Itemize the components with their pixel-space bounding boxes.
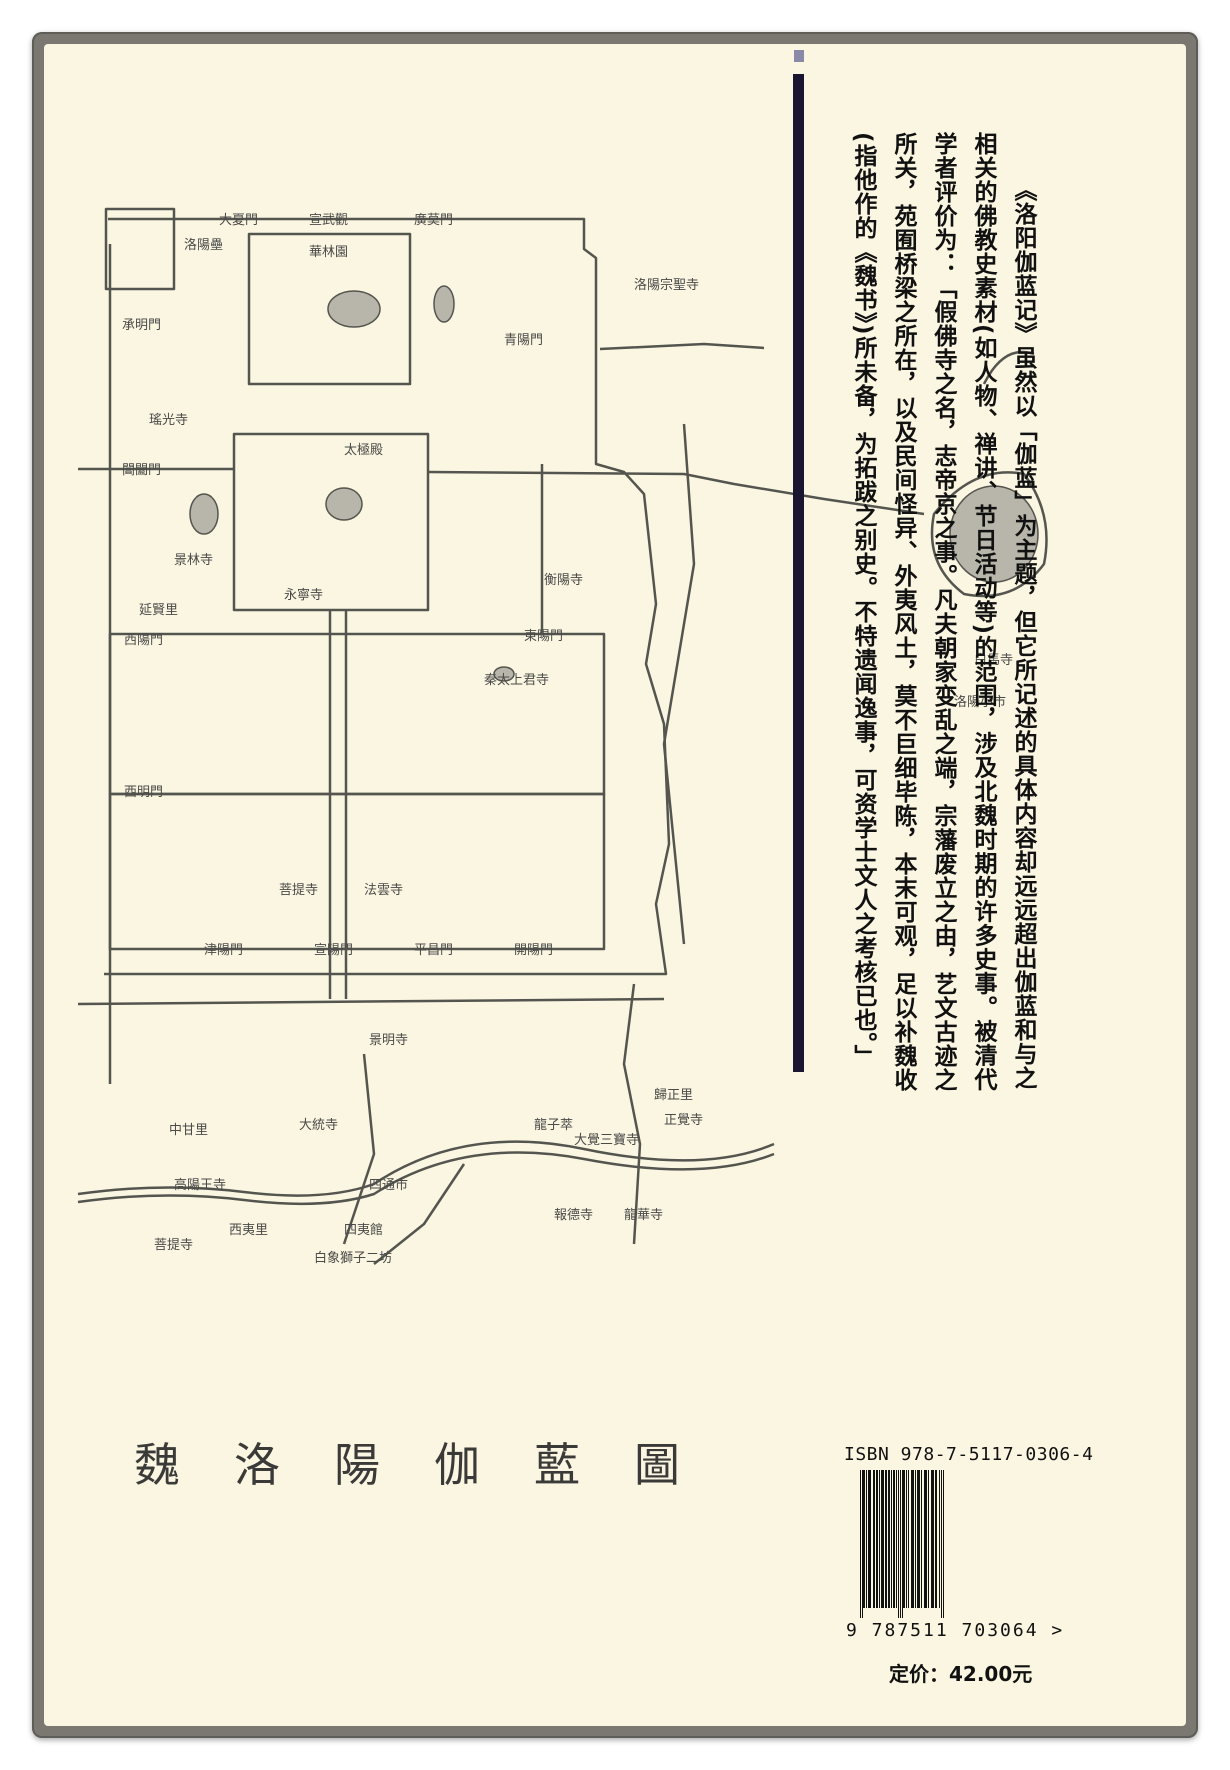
barcode-bar (908, 1470, 909, 1608)
barcode-bar (941, 1470, 942, 1618)
barcode-bar (885, 1470, 887, 1608)
svg-text:大夏門: 大夏門 (219, 213, 258, 228)
barcode-bar (921, 1470, 922, 1608)
svg-text:津陽門: 津陽門 (204, 943, 243, 958)
svg-text:宣武觀: 宣武觀 (309, 212, 348, 228)
barcode-bar (900, 1470, 901, 1618)
barcode-bar (863, 1470, 865, 1608)
barcode-bar (939, 1470, 940, 1608)
back-cover: 大夏門 宣武觀 廣莫門 洛陽壘 華林園 承明門 瑤光寺 閶闔門 西陽門 西明門 … (44, 44, 1186, 1726)
svg-text:閶闔門: 閶闔門 (122, 463, 161, 478)
barcode-bars (860, 1470, 944, 1618)
barcode-bar (915, 1470, 916, 1608)
map-caption: 魏洛陽伽藍圖 (134, 1438, 734, 1492)
barcode-bar (917, 1470, 920, 1608)
svg-text:永寧寺: 永寧寺 (284, 587, 323, 603)
svg-text:華林園: 華林園 (309, 245, 348, 260)
barcode-bar (943, 1470, 944, 1618)
svg-text:龍華寺: 龍華寺 (624, 1207, 663, 1223)
barcode-bar (862, 1470, 863, 1618)
svg-text:正覺寺: 正覺寺 (664, 1113, 703, 1128)
svg-text:大覺三寶寺: 大覺三寶寺 (574, 1132, 639, 1148)
barcode-bar (911, 1470, 914, 1608)
barcode-digits: 9 787511 703064 > (846, 1620, 1065, 1641)
svg-text:大統寺: 大統寺 (299, 1118, 338, 1133)
barcode-bar (902, 1470, 903, 1618)
barcode-bar (928, 1470, 929, 1608)
svg-text:白象獅子二坊: 白象獅子二坊 (314, 1250, 392, 1266)
svg-text:歸正里: 歸正里 (654, 1088, 693, 1103)
barcode (856, 1470, 1066, 1618)
barcode-bar (879, 1470, 880, 1608)
svg-text:東陽門: 東陽門 (524, 628, 563, 644)
svg-text:洛陽宗聖寺: 洛陽宗聖寺 (634, 277, 699, 293)
svg-text:瑤光寺: 瑤光寺 (149, 413, 188, 428)
svg-text:中甘里: 中甘里 (169, 1123, 208, 1138)
barcode-bar (903, 1470, 905, 1608)
map-drawing: 大夏門 宣武觀 廣莫門 洛陽壘 華林園 承明門 瑤光寺 閶闔門 西陽門 西明門 … (77, 207, 1048, 1266)
barcode-bar (893, 1470, 895, 1608)
barcode-bar (924, 1470, 927, 1608)
price-label: 定价：42.00元 (889, 1662, 1033, 1686)
barcode-bar (873, 1470, 875, 1608)
svg-text:開陽門: 開陽門 (514, 943, 553, 958)
svg-text:秦太上君寺: 秦太上君寺 (484, 673, 549, 688)
svg-text:四夷館: 四夷館 (344, 1222, 383, 1238)
svg-text:廣莫門: 廣莫門 (414, 213, 453, 228)
svg-text:白馬寺: 白馬寺 (974, 652, 1013, 668)
svg-text:太極殿: 太極殿 (344, 442, 383, 458)
svg-text:西明門: 西明門 (124, 785, 163, 800)
barcode-bar (896, 1470, 897, 1608)
divider-top-mark (794, 50, 804, 62)
isbn-label: ISBN 978-7-5117-0306-4 (844, 1444, 1094, 1465)
vertical-divider (793, 74, 804, 1072)
barcode-bar (935, 1470, 937, 1608)
barcode-block: ISBN 978-7-5117-0306-4 9 787511 703064 > (844, 1444, 1093, 1644)
svg-text:宣陽門: 宣陽門 (314, 942, 353, 958)
svg-text:青陽門: 青陽門 (504, 333, 543, 348)
description-paragraph: 《洛阳伽蓝记》虽然以「伽蓝」为主题，但它所记述的具体内容却远远超出伽蓝和与之相关… (850, 132, 1036, 1092)
svg-text:承明門: 承明門 (122, 318, 161, 333)
luoyang-temple-map: 大夏門 宣武觀 廣莫門 洛陽壘 華林園 承明門 瑤光寺 閶闔門 西陽門 西明門 … (44, 44, 1186, 1644)
svg-text:洛陽小市: 洛陽小市 (954, 694, 1006, 710)
barcode-bar (866, 1470, 867, 1608)
svg-text:衡陽寺: 衡陽寺 (544, 573, 583, 588)
barcode-bar (888, 1470, 890, 1608)
svg-text:四通市: 四通市 (369, 1177, 408, 1193)
barcode-bar (898, 1470, 899, 1618)
barcode-bar (881, 1470, 884, 1608)
barcode-bar (868, 1470, 871, 1608)
barcode-bar (906, 1470, 907, 1608)
barcode-bar (931, 1470, 934, 1608)
svg-text:法雲寺: 法雲寺 (364, 883, 403, 898)
description-text: 《洛阳伽蓝记》虽然以「伽蓝」为主题，但它所记述的具体内容却远远超出伽蓝和与之相关… (843, 132, 1043, 1112)
svg-text:景明寺: 景明寺 (369, 1033, 408, 1048)
svg-text:報德寺: 報德寺 (554, 1208, 593, 1223)
svg-text:西夷里: 西夷里 (229, 1222, 268, 1238)
barcode-bar (876, 1470, 878, 1608)
svg-text:龍子萃: 龍子萃 (534, 1117, 573, 1133)
barcode-bar (860, 1470, 861, 1618)
svg-text:高陽王寺: 高陽王寺 (174, 1177, 226, 1193)
svg-text:景林寺: 景林寺 (174, 553, 213, 568)
barcode-bar (891, 1470, 892, 1608)
svg-text:西陽門: 西陽門 (124, 633, 163, 648)
svg-text:菩提寺: 菩提寺 (154, 1237, 193, 1253)
svg-text:菩提寺: 菩提寺 (279, 882, 318, 898)
svg-text:洛陽壘: 洛陽壘 (184, 238, 223, 253)
svg-text:平昌門: 平昌門 (414, 943, 453, 958)
svg-text:延賢里: 延賢里 (139, 603, 178, 618)
